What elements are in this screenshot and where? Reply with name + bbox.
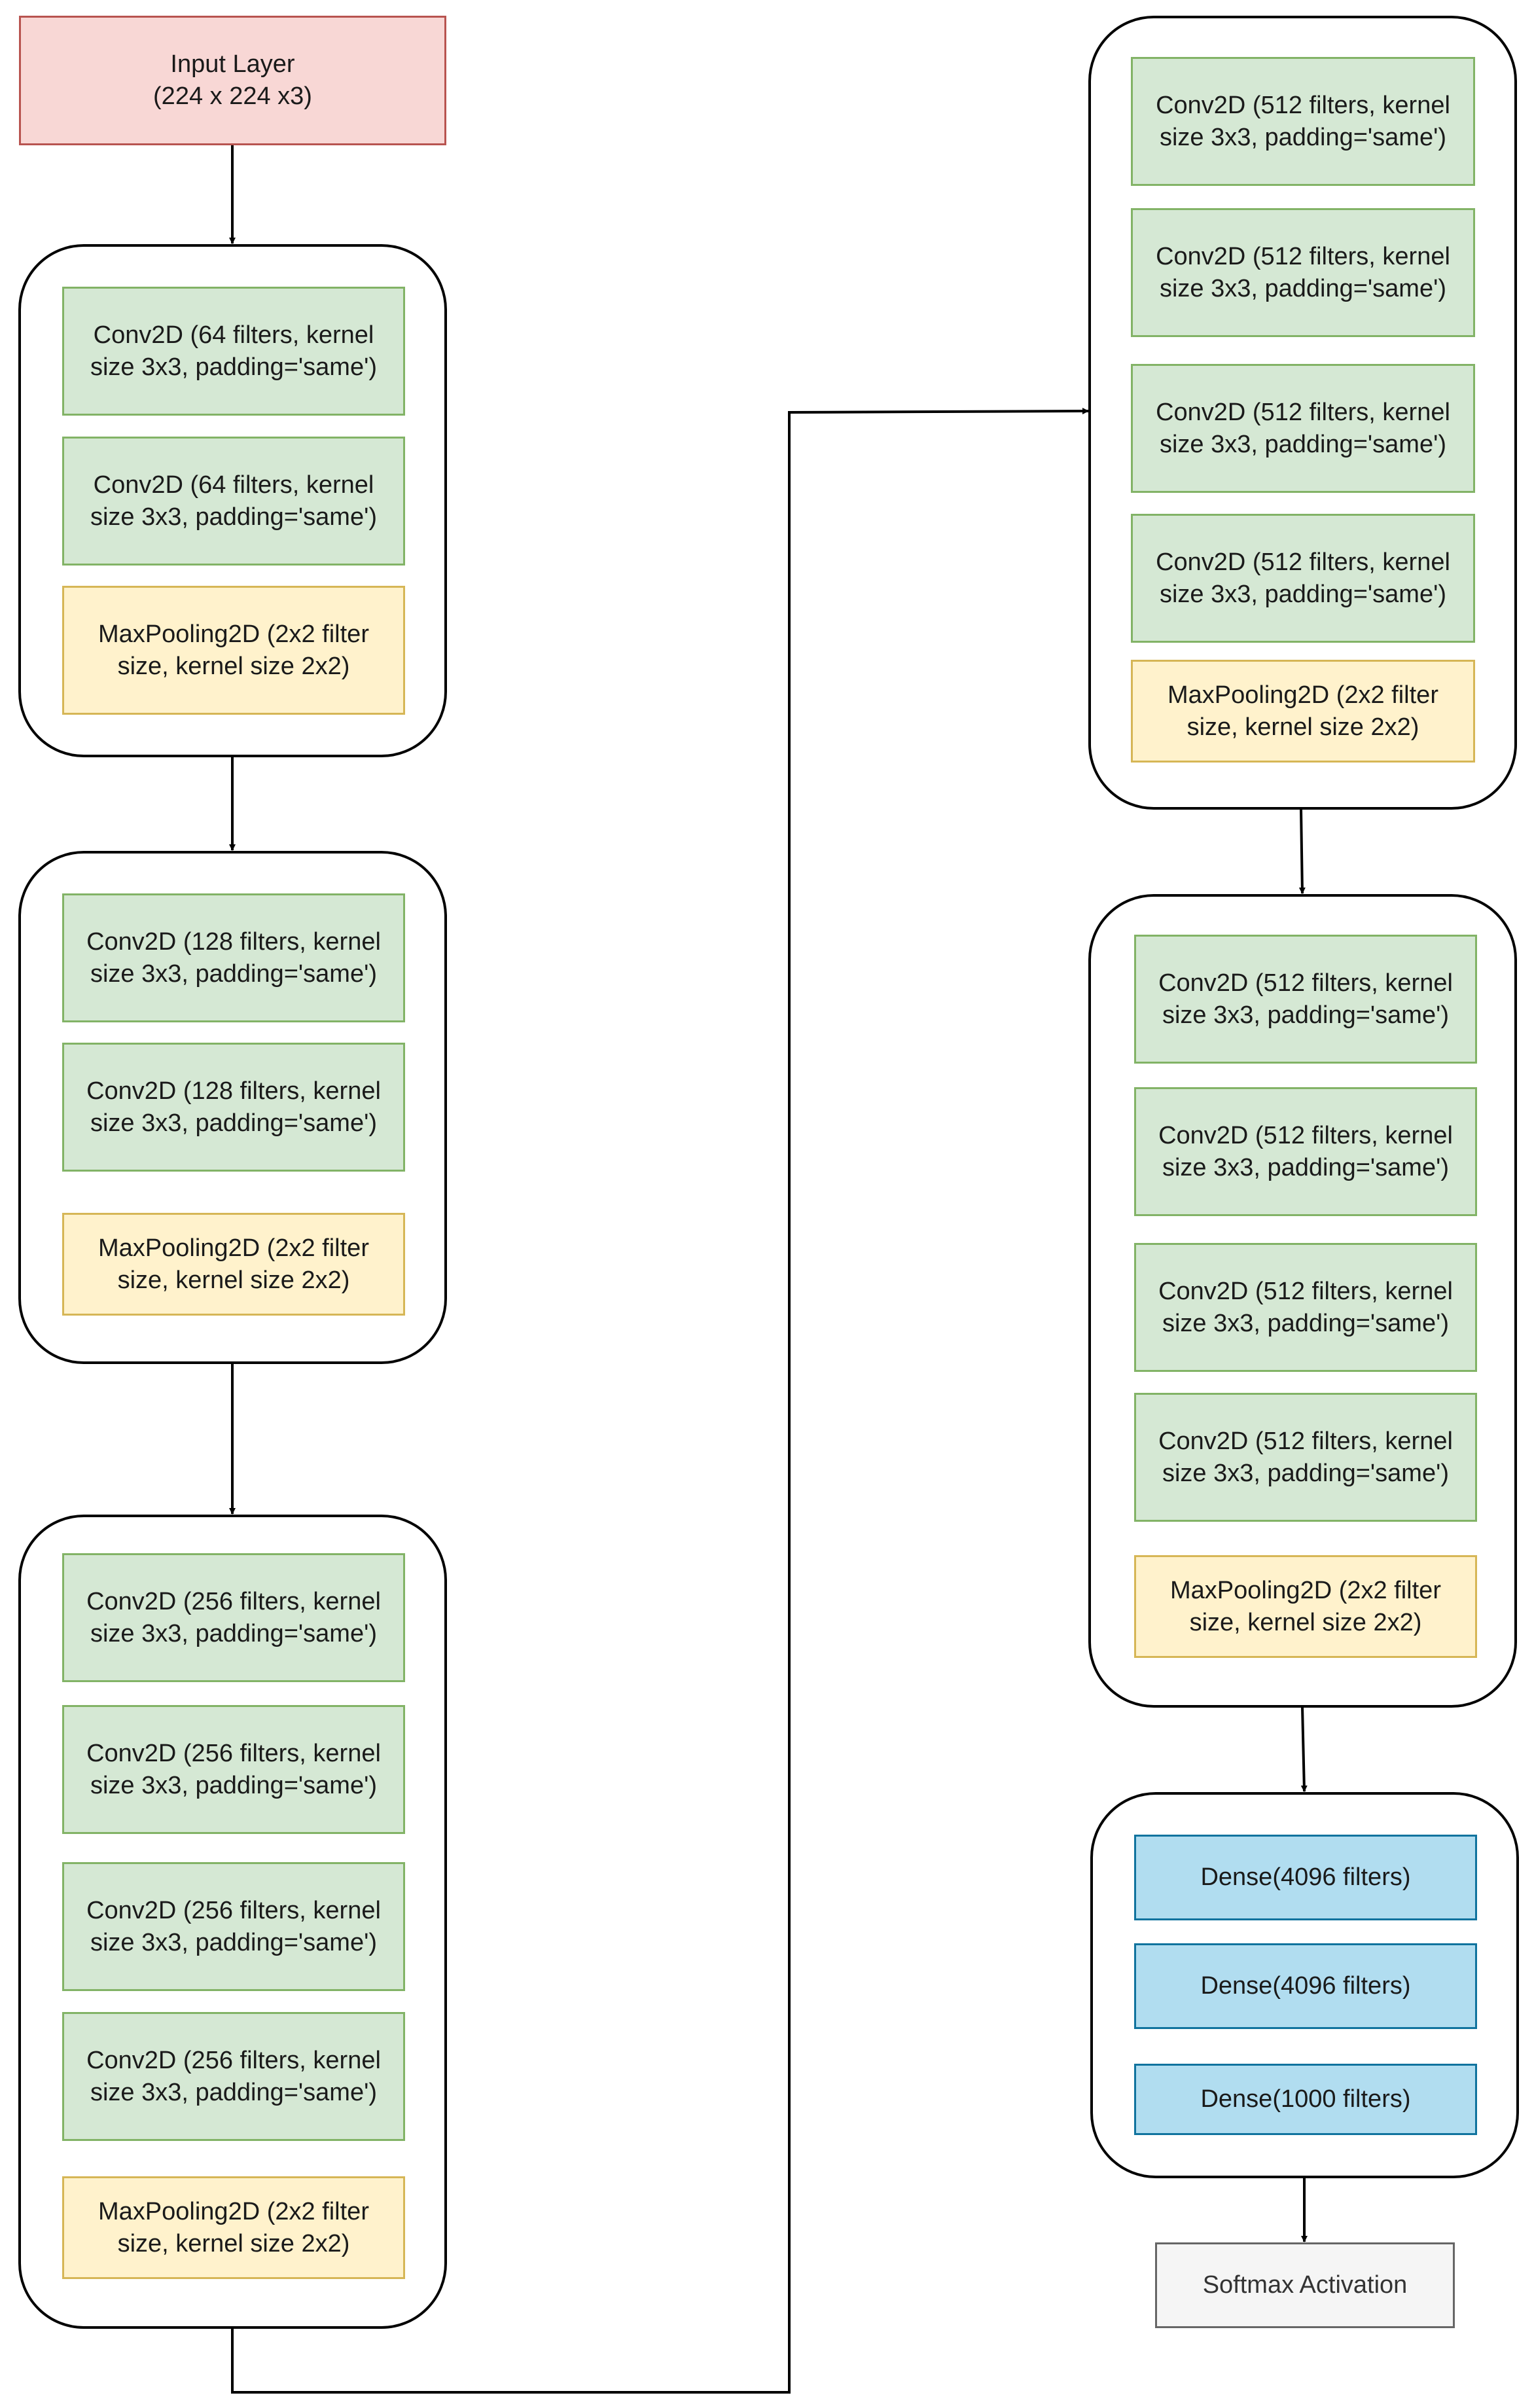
layer-label-line2: size, kernel size 2x2) bbox=[117, 1266, 350, 1294]
layer-label-line1: Conv2D (256 filters, kernel bbox=[86, 2046, 381, 2074]
layer-label-line2: size 3x3, padding='same') bbox=[90, 1928, 378, 1956]
dense-layer: Dense(4096 filters) bbox=[1134, 1835, 1477, 1920]
conv-layer: Conv2D (256 filters, kernel size 3x3, pad… bbox=[62, 1553, 405, 1682]
softmax-layer: Softmax Activation bbox=[1155, 2242, 1455, 2328]
layer-label-line2: size 3x3, padding='same') bbox=[90, 1619, 378, 1647]
conv-layer: Conv2D (256 filters, kernel size 3x3, pad… bbox=[62, 1705, 405, 1834]
layer-label-line1: Conv2D (64 filters, kernel bbox=[93, 471, 374, 499]
layer-label-line1: Dense(4096 filters) bbox=[1200, 1972, 1411, 2000]
conv-layer: Conv2D (256 filters, kernel size 3x3, pad… bbox=[62, 1862, 405, 1991]
layer-label-line2: size 3x3, padding='same') bbox=[1162, 1309, 1450, 1337]
conv-layer: Conv2D (512 filters, kernel size 3x3, pad… bbox=[1131, 57, 1475, 186]
input-layer: Input Layer (224 x 224 x3) bbox=[19, 16, 446, 145]
conv-layer: Conv2D (128 filters, kernel size 3x3, pad… bbox=[62, 893, 405, 1022]
conv-layer: Conv2D (512 filters, kernel size 3x3, pad… bbox=[1131, 514, 1475, 643]
conv-layer: Conv2D (64 filters, kernel size 3x3, padd… bbox=[62, 287, 405, 416]
arrow-block5-to-block6 bbox=[1300, 1706, 1308, 1792]
layer-label-line1: Conv2D (512 filters, kernel bbox=[1156, 242, 1450, 270]
layer-label-line1: Conv2D (256 filters, kernel bbox=[86, 1739, 381, 1767]
layer-label-line2: size 3x3, padding='same') bbox=[90, 2078, 378, 2106]
maxpool-layer: MaxPooling2D (2x2 filter size, kernel siz… bbox=[62, 2176, 405, 2279]
layer-label-line2: size, kernel size 2x2) bbox=[117, 2229, 350, 2257]
layer-label-line2: size 3x3, padding='same') bbox=[1159, 430, 1447, 458]
layer-label-line1: Conv2D (128 filters, kernel bbox=[86, 927, 381, 956]
layer-label-line1: MaxPooling2D (2x2 filter bbox=[98, 2197, 369, 2225]
layer-label-line1: Dense(4096 filters) bbox=[1200, 1863, 1411, 1891]
layer-label-line2: size 3x3, padding='same') bbox=[1162, 1001, 1450, 1029]
layer-label-line2: size 3x3, padding='same') bbox=[1162, 1459, 1450, 1487]
maxpool-layer: MaxPooling2D (2x2 filter size, kernel siz… bbox=[62, 586, 405, 715]
conv-layer: Conv2D (64 filters, kernel size 3x3, padd… bbox=[62, 437, 405, 566]
maxpool-layer: MaxPooling2D (2x2 filter size, kernel siz… bbox=[62, 1213, 405, 1316]
layer-label-line2: size, kernel size 2x2) bbox=[1186, 713, 1419, 741]
layer-label-line1: MaxPooling2D (2x2 filter bbox=[1168, 681, 1438, 709]
layer-label-line1: Conv2D (256 filters, kernel bbox=[86, 1587, 381, 1615]
conv-layer: Conv2D (512 filters, kernel size 3x3, pad… bbox=[1134, 1243, 1477, 1372]
dense-layer: Dense(1000 filters) bbox=[1134, 2064, 1477, 2135]
conv-layer: Conv2D (512 filters, kernel size 3x3, pad… bbox=[1134, 1087, 1477, 1216]
conv-layer: Conv2D (512 filters, kernel size 3x3, pad… bbox=[1134, 935, 1477, 1064]
layer-label-line2: size 3x3, padding='same') bbox=[1159, 123, 1447, 151]
layer-label-line1: Conv2D (512 filters, kernel bbox=[1156, 91, 1450, 119]
input-layer-label-line1: Input Layer bbox=[170, 50, 295, 78]
maxpool-layer: MaxPooling2D (2x2 filter size, kernel siz… bbox=[1134, 1555, 1477, 1658]
layer-label-line1: Conv2D (512 filters, kernel bbox=[1158, 1427, 1453, 1455]
layer-label-line1: MaxPooling2D (2x2 filter bbox=[1170, 1576, 1441, 1604]
arrow-block4-to-block5 bbox=[1298, 808, 1306, 894]
conv-layer: Conv2D (128 filters, kernel size 3x3, pad… bbox=[62, 1043, 405, 1172]
layer-label-line1: Conv2D (512 filters, kernel bbox=[1158, 1121, 1453, 1149]
layer-label-line2: size 3x3, padding='same') bbox=[90, 960, 378, 988]
conv-layer: Conv2D (512 filters, kernel size 3x3, pad… bbox=[1134, 1393, 1477, 1522]
layer-label-line1: MaxPooling2D (2x2 filter bbox=[98, 620, 369, 648]
layer-label-line2: size 3x3, padding='same') bbox=[90, 503, 378, 531]
layer-label-line2: size 3x3, padding='same') bbox=[90, 1771, 378, 1799]
layer-label-line1: Conv2D (512 filters, kernel bbox=[1156, 398, 1450, 426]
layer-label-line2: size, kernel size 2x2) bbox=[1189, 1608, 1422, 1636]
layer-label-line2: size 3x3, padding='same') bbox=[1159, 580, 1447, 608]
softmax-label: Softmax Activation bbox=[1202, 2271, 1408, 2299]
layer-label-line1: Conv2D (256 filters, kernel bbox=[86, 1896, 381, 1924]
layer-label-line2: size 3x3, padding='same') bbox=[90, 1109, 378, 1137]
layer-label-line2: size 3x3, padding='same') bbox=[1162, 1153, 1450, 1181]
layer-label-line2: size 3x3, padding='same') bbox=[90, 353, 378, 381]
layer-label-line1: Conv2D (512 filters, kernel bbox=[1158, 969, 1453, 997]
layer-label-line1: Conv2D (64 filters, kernel bbox=[93, 321, 374, 349]
layer-label-line2: size 3x3, padding='same') bbox=[1159, 274, 1447, 302]
layer-label-line1: Conv2D (128 filters, kernel bbox=[86, 1077, 381, 1105]
conv-layer: Conv2D (256 filters, kernel size 3x3, pad… bbox=[62, 2012, 405, 2141]
input-layer-label-line2: (224 x 224 x3) bbox=[153, 82, 312, 110]
layer-label-line1: Conv2D (512 filters, kernel bbox=[1158, 1277, 1453, 1305]
layer-label-line2: size, kernel size 2x2) bbox=[117, 652, 350, 680]
conv-layer: Conv2D (512 filters, kernel size 3x3, pad… bbox=[1131, 364, 1475, 493]
dense-layer: Dense(4096 filters) bbox=[1134, 1943, 1477, 2029]
layer-label-line1: MaxPooling2D (2x2 filter bbox=[98, 1234, 369, 1262]
layer-label-line1: Dense(1000 filters) bbox=[1200, 2085, 1411, 2113]
conv-layer: Conv2D (512 filters, kernel size 3x3, pad… bbox=[1131, 208, 1475, 337]
maxpool-layer: MaxPooling2D (2x2 filter size, kernel siz… bbox=[1131, 660, 1475, 763]
layer-label-line1: Conv2D (512 filters, kernel bbox=[1156, 548, 1450, 576]
